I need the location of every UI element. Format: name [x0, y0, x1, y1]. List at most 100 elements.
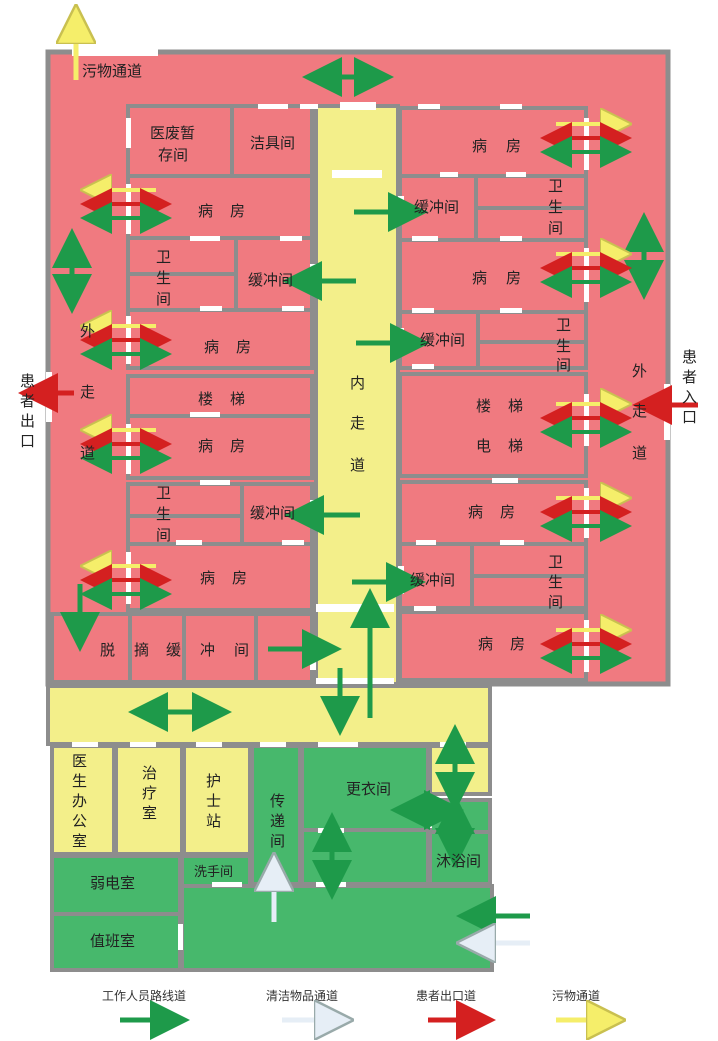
label-ward-l2-a: 病 — [204, 338, 219, 356]
label-transfer-1: 传 — [270, 792, 285, 810]
label-treatment-3: 室 — [142, 804, 157, 822]
label-buffer-r3: 缓冲间 — [420, 331, 465, 349]
staff-route-arrows — [52, 57, 664, 936]
label-stairs-l-a: 楼 — [198, 390, 213, 408]
label-ward-l3-b: 房 — [230, 437, 245, 455]
label-ward-l1-a: 病 — [198, 202, 213, 220]
label-treatment-1: 治 — [142, 764, 157, 782]
label-doff-5: 间 — [234, 641, 249, 659]
label-entry-4: 口 — [682, 408, 697, 426]
label-toilet-r3-b: 生 — [556, 337, 571, 355]
label-transfer-2: 递 — [270, 812, 285, 830]
label-ward-l4-a: 病 — [200, 569, 215, 587]
label-ward-r5-a: 病 — [468, 503, 483, 521]
label-ward-r2-b: 房 — [506, 269, 521, 287]
label-shower: 沐浴间 — [436, 852, 481, 870]
label-buffer-r1: 缓冲间 — [414, 198, 459, 216]
label-outer-left-1: 外 — [80, 322, 95, 340]
doff-partitions — [128, 614, 258, 682]
label-outer-left-2: 走 — [80, 383, 95, 401]
legend-label-clean: 清洁物品通道 — [266, 989, 338, 1003]
label-exit-1: 患 — [20, 372, 35, 390]
label-entry-2: 者 — [682, 368, 697, 386]
label-treatment-2: 疗 — [142, 784, 157, 802]
legend-label-patient: 患者出口道 — [416, 989, 476, 1003]
label-waste-channel: 污物通道 — [82, 62, 142, 80]
label-stairs-r-b: 梯 — [508, 397, 523, 415]
label-doctor-office-4: 公 — [72, 812, 87, 830]
legend-label-staff: 工作人员路线道 — [102, 988, 186, 1003]
patient-route-arrows — [18, 373, 698, 425]
label-cleaning: 洁具间 — [250, 134, 295, 152]
clean-supply-arrows — [274, 872, 530, 943]
label-ward-r0-b: 房 — [506, 137, 521, 155]
label-toilet-l1-b: 生 — [156, 269, 171, 287]
label-toilet-l2-b: 生 — [156, 505, 171, 523]
label-toilet-r1-b: 生 — [548, 198, 563, 216]
label-inner-corridor-2: 走 — [350, 414, 365, 432]
label-stairs-l-b: 梯 — [230, 390, 245, 408]
label-exit-4: 口 — [20, 432, 35, 450]
label-medwaste-2: 存间 — [158, 146, 188, 164]
label-changing: 更衣间 — [346, 780, 391, 798]
label-exit-3: 出 — [20, 412, 35, 430]
label-toilet-l2-c: 间 — [156, 526, 171, 544]
label-toilet-l2-a: 卫 — [156, 484, 171, 502]
label-entry-3: 入 — [682, 388, 697, 406]
legend-label-waste: 污物通道 — [552, 989, 600, 1003]
label-doctor-office-5: 室 — [72, 832, 87, 850]
label-toilet-r1-c: 间 — [548, 219, 563, 237]
label-weak-current: 弱电室 — [90, 874, 135, 892]
label-toilet-r6-c: 间 — [548, 593, 563, 611]
label-ward-l4-b: 房 — [232, 569, 247, 587]
label-toilet-r6-a: 卫 — [548, 553, 563, 571]
label-ward-r5-b: 房 — [500, 503, 515, 521]
label-medwaste-1: 医废暂 — [150, 124, 195, 142]
label-entry-1: 患 — [682, 348, 697, 366]
label-outer-right-3: 道 — [632, 444, 647, 462]
legend: 工作人员路线道 清洁物品通道 患者出口道 污物通道 — [102, 988, 606, 1040]
label-exit-2: 者 — [20, 392, 35, 410]
label-doctor-office-3: 办 — [72, 792, 87, 810]
label-buffer-r6: 缓冲间 — [410, 571, 455, 589]
room-labels: 病 房 缓冲间 卫 生 间 病 房 缓冲间 卫 生 间 楼 梯 电 梯 病 房 … — [20, 62, 697, 950]
label-handwash: 洗手间 — [194, 865, 233, 880]
label-toilet-r3-c: 间 — [556, 356, 571, 374]
label-doff-1: 脱 — [100, 641, 115, 659]
label-ward-r0-a: 病 — [472, 137, 487, 155]
label-ward-l1-b: 房 — [230, 202, 245, 220]
label-toilet-l1-a: 卫 — [156, 248, 171, 266]
label-nurse-2: 士 — [206, 792, 221, 810]
label-toilet-l1-c: 间 — [156, 290, 171, 308]
semi-contaminated-corridor — [46, 684, 492, 746]
label-ward-r7-b: 房 — [510, 635, 525, 653]
label-toilet-r1-a: 卫 — [548, 177, 563, 195]
label-buffer-l1: 缓冲间 — [248, 271, 293, 289]
label-stairs-r-a: 楼 — [476, 397, 491, 415]
room-route-arrow-groups — [80, 124, 632, 674]
label-doctor-office-2: 生 — [72, 772, 87, 790]
label-duty-room: 值班室 — [90, 932, 135, 950]
label-ward-r7-a: 病 — [478, 635, 493, 653]
label-nurse-1: 护 — [206, 772, 221, 790]
label-inner-corridor-1: 内 — [350, 374, 365, 392]
label-doff-2: 摘 — [134, 641, 149, 659]
label-toilet-r3-a: 卫 — [556, 316, 571, 334]
label-nurse-3: 站 — [206, 812, 221, 830]
label-inner-corridor-3: 道 — [350, 456, 365, 474]
label-transfer-3: 间 — [270, 832, 285, 850]
label-ward-l2-b: 房 — [236, 338, 251, 356]
label-elevator-a: 电 — [476, 437, 491, 455]
label-doff-4: 冲 — [200, 641, 215, 659]
label-outer-left-3: 道 — [80, 444, 95, 462]
right-room-block — [398, 106, 588, 682]
label-doff-3: 缓 — [166, 641, 181, 659]
label-outer-right-2: 走 — [632, 402, 647, 420]
inner-corridor — [314, 104, 400, 686]
label-ward-l3-a: 病 — [198, 437, 213, 455]
label-elevator-b: 梯 — [508, 437, 523, 455]
label-toilet-r6-b: 生 — [548, 573, 563, 591]
label-outer-right-1: 外 — [632, 362, 647, 380]
label-ward-r2-a: 病 — [472, 269, 487, 287]
